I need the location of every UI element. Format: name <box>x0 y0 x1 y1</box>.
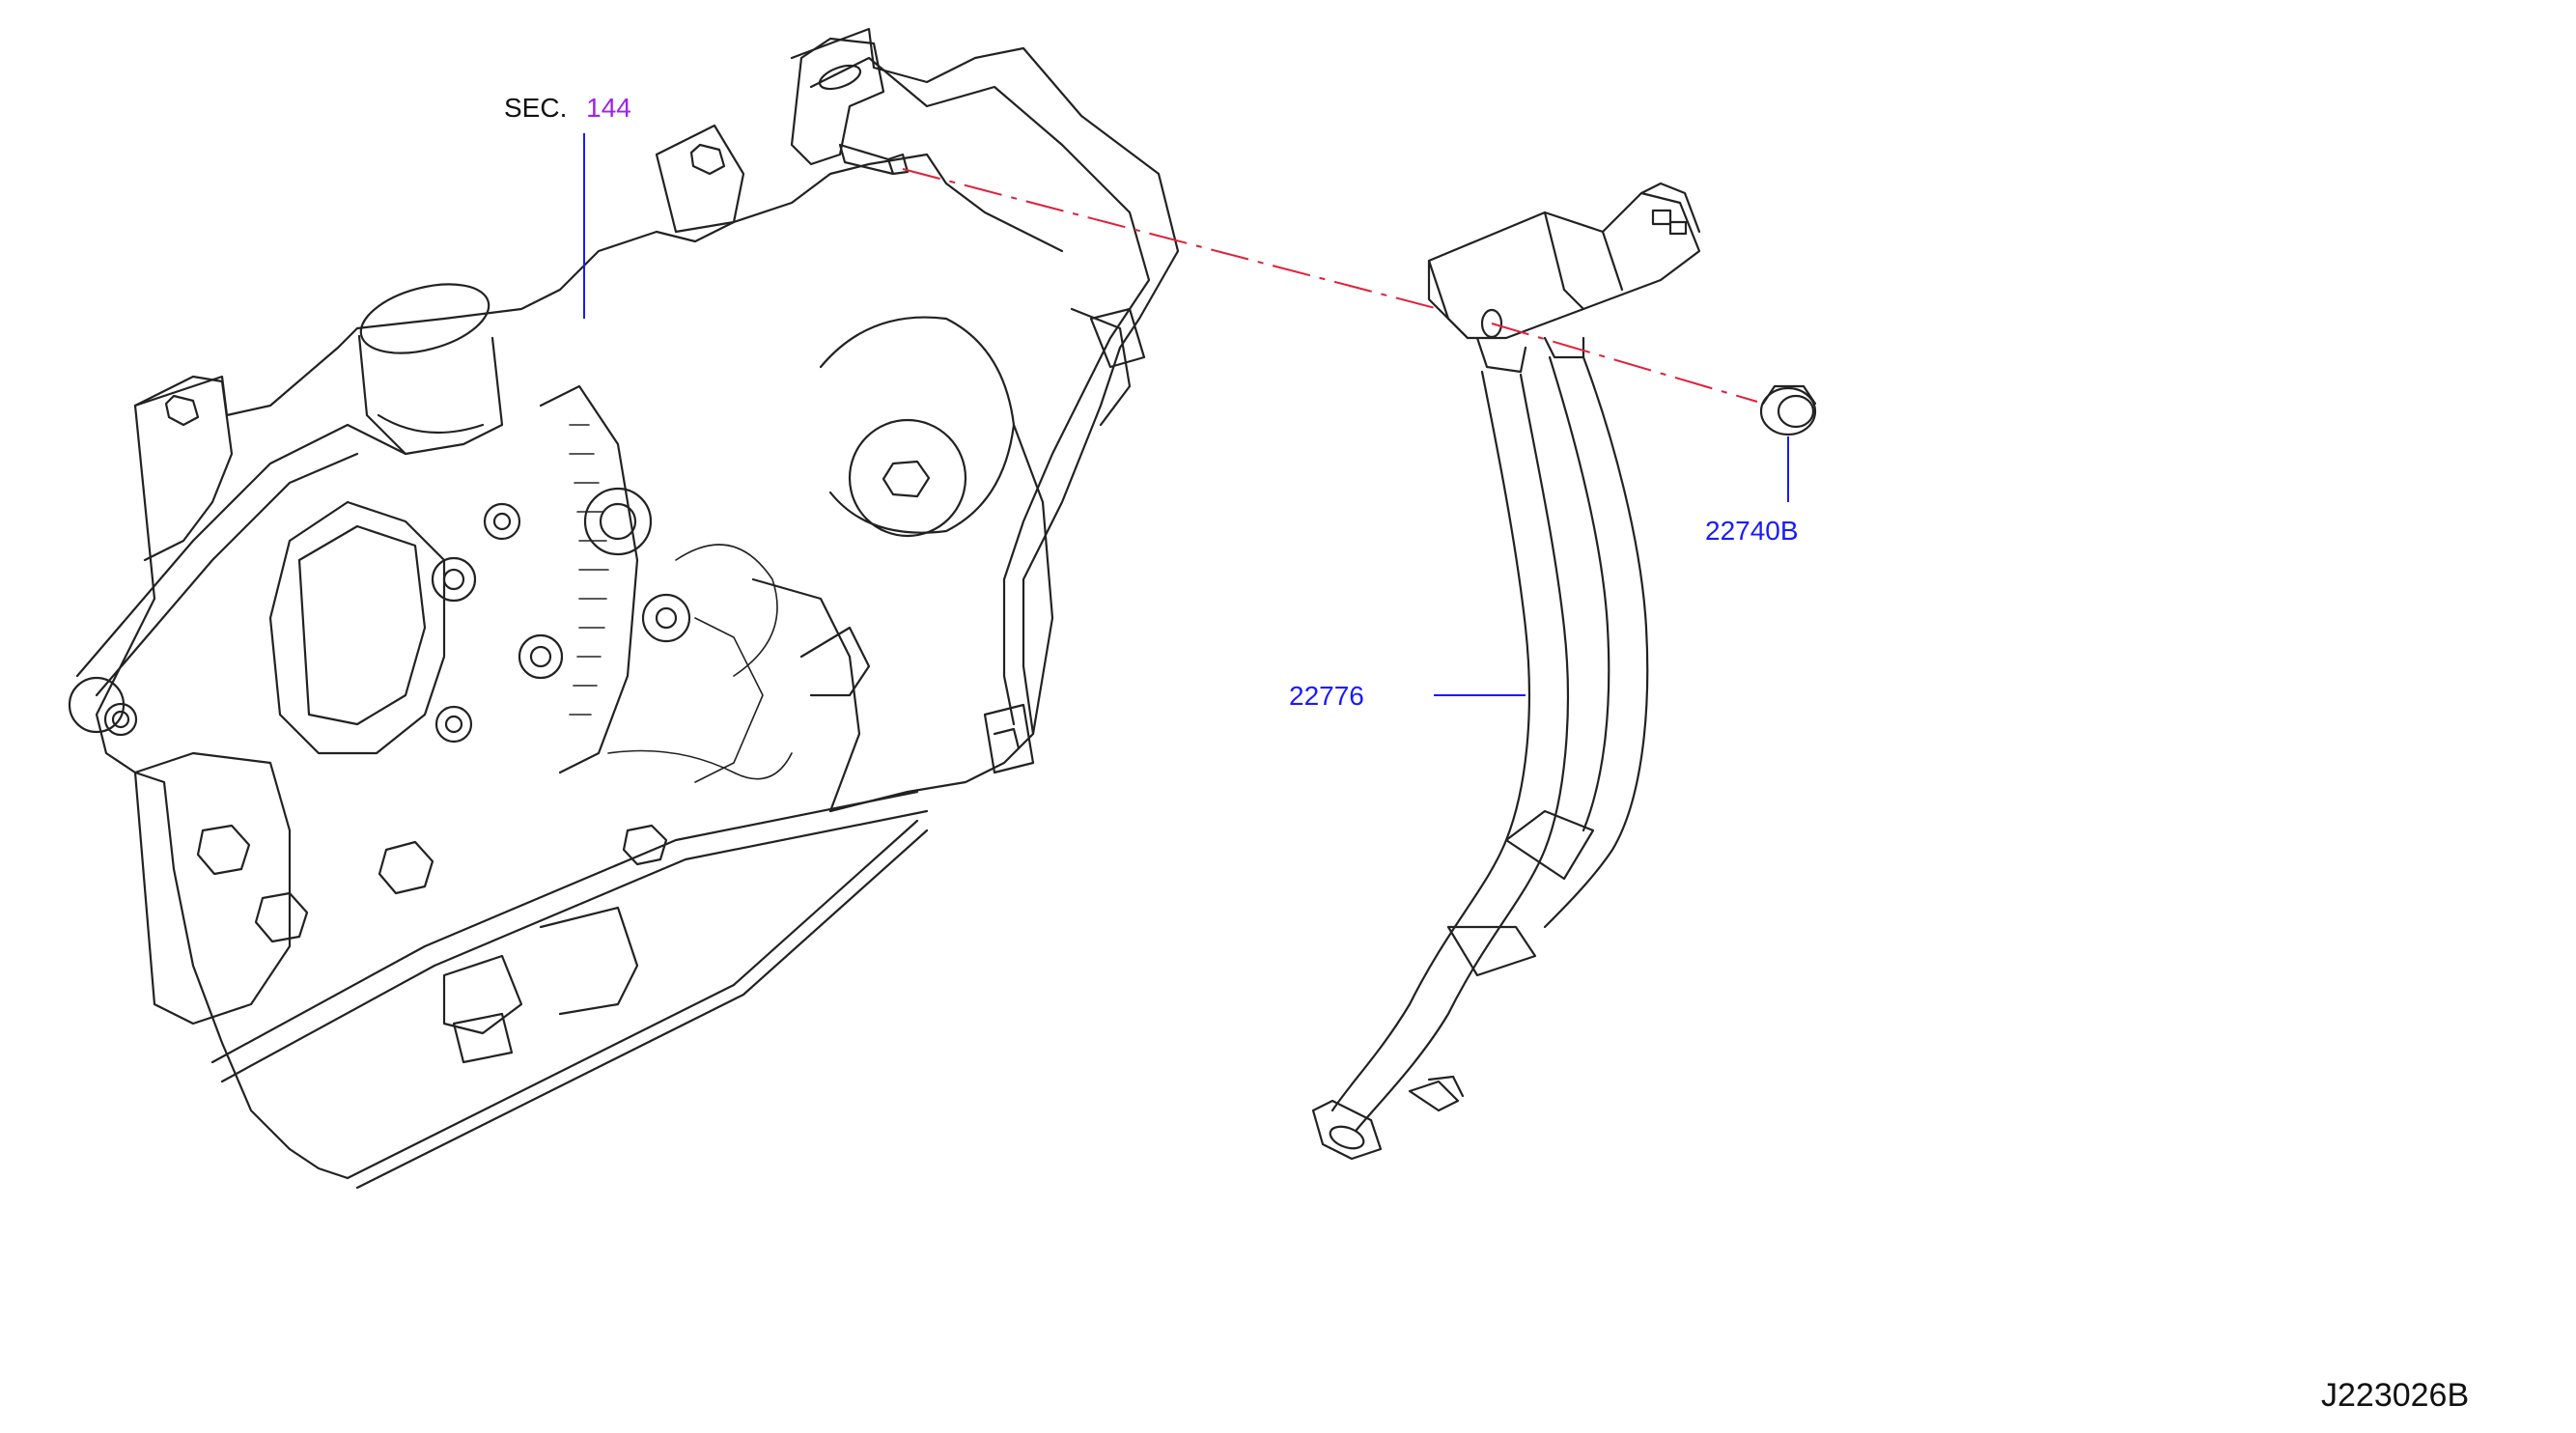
pressure-sensor <box>1427 182 1701 374</box>
alignment-line-nut <box>1491 323 1758 403</box>
flange-nut-icon <box>1759 384 1817 436</box>
alignment-line-stud <box>902 168 1440 310</box>
part-label-22740B: 22740B <box>1705 516 1799 546</box>
part-label-22776: 22776 <box>1289 681 1364 711</box>
diagram-code: J223026B <box>2321 1377 2470 1414</box>
engine-assembly <box>68 27 1180 1190</box>
vacuum-hose <box>1311 355 1649 1161</box>
section-number: 144 <box>586 93 631 123</box>
section-reference: SEC. 144 <box>504 95 631 122</box>
section-prefix: SEC. <box>504 93 568 123</box>
